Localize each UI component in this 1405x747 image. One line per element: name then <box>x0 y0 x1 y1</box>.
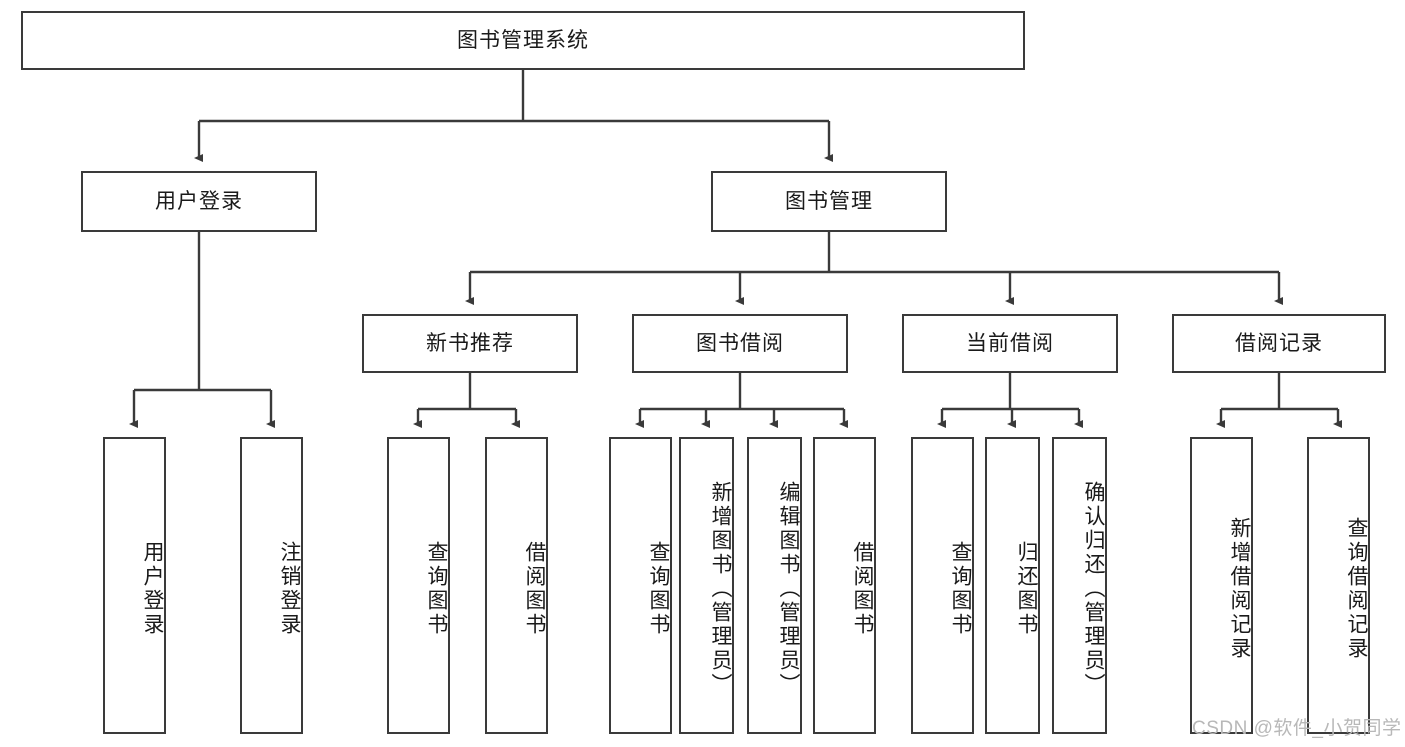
node-label: 新增图书（管理员） <box>709 480 732 697</box>
node-level2-1[interactable]: 用户登录 <box>81 171 317 232</box>
node-label: 用户登录 <box>155 189 243 213</box>
node-leaf-10[interactable]: 归还图书 <box>985 437 1040 734</box>
node-leaf-1[interactable]: 用户登录 <box>103 437 166 734</box>
node-label: 图书借阅 <box>696 331 784 355</box>
node-label: 当前借阅 <box>966 331 1054 355</box>
node-label: 查询借阅记录 <box>1345 516 1368 661</box>
node-leaf-12[interactable]: 新增借阅记录 <box>1190 437 1253 734</box>
node-label: 借阅图书 <box>523 540 546 637</box>
node-leaf-5[interactable]: 查询图书 <box>609 437 672 734</box>
node-label: 确认归还（管理员） <box>1082 480 1105 697</box>
node-level3-4[interactable]: 借阅记录 <box>1172 314 1386 373</box>
node-label: 借阅图书 <box>851 540 874 637</box>
node-level3-3[interactable]: 当前借阅 <box>902 314 1118 373</box>
node-label: 图书管理 <box>785 189 873 213</box>
node-leaf-2[interactable]: 注销登录 <box>240 437 303 734</box>
node-label: 图书管理系统 <box>457 28 589 52</box>
node-level3-2[interactable]: 图书借阅 <box>632 314 848 373</box>
node-label: 注销登录 <box>278 540 301 637</box>
node-label: 归还图书 <box>1015 540 1038 637</box>
node-root-system[interactable]: 图书管理系统 <box>21 11 1025 70</box>
node-label: 新增借阅记录 <box>1228 516 1251 661</box>
node-leaf-9[interactable]: 查询图书 <box>911 437 974 734</box>
node-label: 查询图书 <box>949 540 972 637</box>
node-leaf-7[interactable]: 编辑图书（管理员） <box>747 437 802 734</box>
node-level2-2[interactable]: 图书管理 <box>711 171 947 232</box>
node-label: 查询图书 <box>647 540 670 637</box>
node-label: 借阅记录 <box>1235 331 1323 355</box>
node-leaf-8[interactable]: 借阅图书 <box>813 437 876 734</box>
node-leaf-4[interactable]: 借阅图书 <box>485 437 548 734</box>
node-label: 新书推荐 <box>426 331 514 355</box>
node-label: 编辑图书（管理员） <box>777 480 800 697</box>
node-level3-1[interactable]: 新书推荐 <box>362 314 578 373</box>
node-label: 用户登录 <box>141 540 164 637</box>
node-label: 查询图书 <box>425 540 448 637</box>
csdn-watermark: CSDN @软件_小贺同学 <box>1192 718 1402 739</box>
node-leaf-13[interactable]: 查询借阅记录 <box>1307 437 1370 734</box>
node-leaf-11[interactable]: 确认归还（管理员） <box>1052 437 1107 734</box>
node-leaf-6[interactable]: 新增图书（管理员） <box>679 437 734 734</box>
node-leaf-3[interactable]: 查询图书 <box>387 437 450 734</box>
